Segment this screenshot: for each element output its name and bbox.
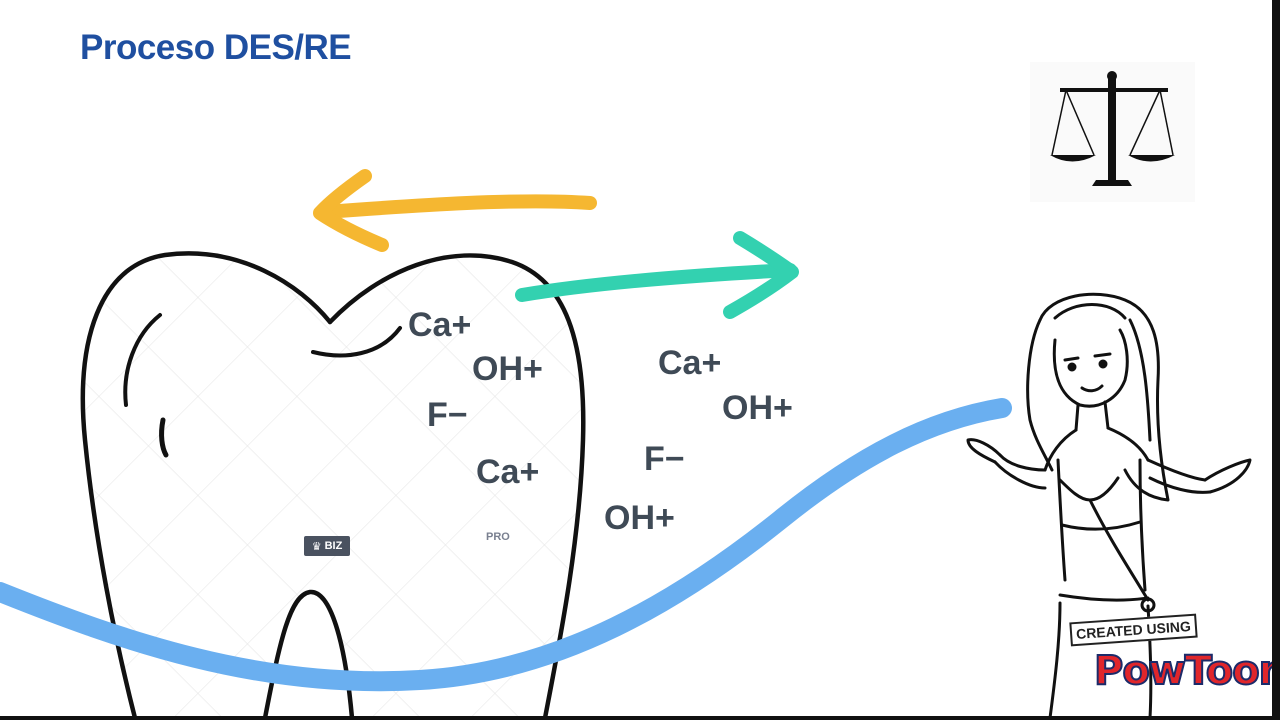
slide-title: Proceso DES/RE [80, 28, 352, 67]
ion-calcium-1: Ca+ [408, 306, 472, 344]
ion-calcium-3: Ca+ [658, 344, 722, 382]
biz-badge-label: BIZ [324, 540, 343, 552]
left-arrow-icon [313, 169, 597, 252]
crown-icon: ♛ [311, 540, 322, 553]
watermark-created-using: CREATED USING [1069, 613, 1198, 647]
right-arrow-icon [515, 231, 799, 319]
saliva-wave [0, 398, 1012, 692]
ion-fluoride-1: F− [427, 396, 468, 434]
frame-bottom-edge [0, 716, 1280, 720]
ion-fluoride-2: F− [644, 440, 685, 478]
ion-hydroxide-1: OH+ [472, 350, 543, 388]
ion-hydroxide-3: OH+ [604, 499, 675, 537]
woman-illustration [966, 292, 1252, 720]
pro-badge: PRO [486, 531, 510, 543]
ion-hydroxide-2: OH+ [722, 389, 793, 427]
frame-right-edge [1272, 0, 1280, 720]
biz-badge: ♛ BIZ [304, 536, 350, 556]
ion-calcium-2: Ca+ [476, 453, 540, 491]
powtoon-watermark: CREATED USING PowToon [1064, 613, 1280, 706]
watermark-logo: PowToon [1093, 647, 1280, 695]
balance-scale-icon [1030, 62, 1195, 202]
